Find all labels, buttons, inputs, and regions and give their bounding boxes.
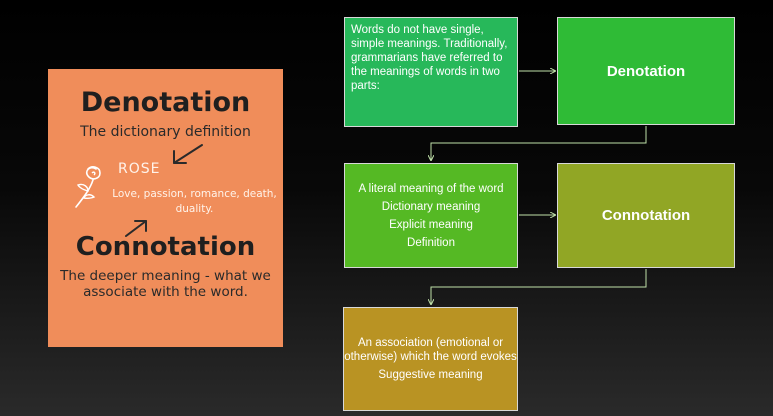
literal-line: Explicit meaning (389, 218, 473, 231)
poster-connotation-definition: The deeper meaning - what we associate w… (60, 268, 271, 300)
connector-denotation-to-literal (431, 126, 647, 160)
poster-rose-associations: Love, passion, romance, death, duality. (112, 188, 277, 215)
denotation-connotation-poster: Denotation The dictionary definition ROS… (48, 69, 283, 347)
intro-box: Words do not have single, simple meaning… (344, 17, 518, 127)
poster-connotation-title: Connotation (75, 232, 256, 262)
poster-denotation-definition: The dictionary definition (80, 124, 251, 140)
literal-line: Definition (407, 236, 455, 249)
literal-line: A literal meaning of the word (358, 182, 504, 195)
denotation-box: Denotation (557, 17, 735, 125)
denotation-box-label: Denotation (606, 62, 686, 80)
connotation-box-label: Connotation (601, 207, 691, 224)
arrow-down-left-icon (173, 144, 203, 164)
association-line: Suggestive meaning (378, 369, 483, 381)
connotation-box: Connotation (557, 163, 735, 268)
poster-rose-word: ROSE (118, 161, 161, 177)
connector-connotation-to-association (431, 269, 647, 304)
association-box: An association (emotional or otherwise) … (343, 307, 518, 411)
poster-denotation-title: Denotation (80, 87, 251, 118)
arrow-up-right-icon (125, 220, 147, 237)
rose-icon (75, 166, 101, 208)
association-line: An association (emotional or otherwise) … (344, 337, 517, 363)
literal-meaning-box: A literal meaning of the word Dictionary… (344, 163, 518, 268)
literal-line: Dictionary meaning (381, 200, 481, 213)
intro-box-text: Words do not have single, simple meaning… (351, 24, 508, 92)
